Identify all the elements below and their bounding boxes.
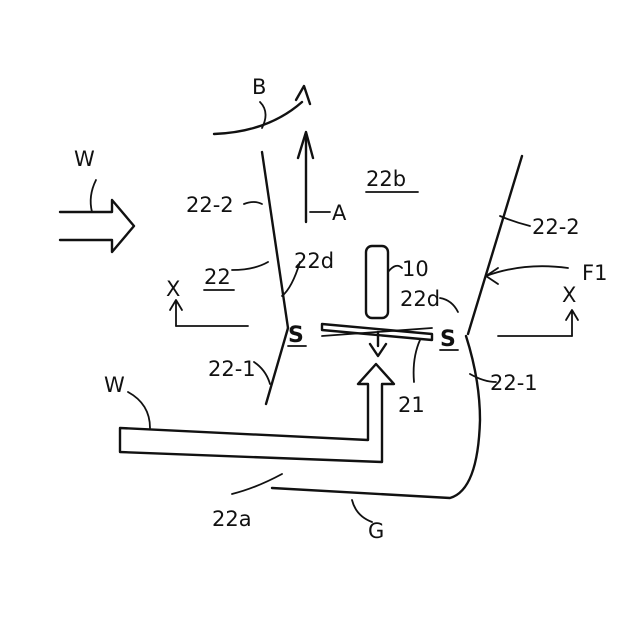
label-21: 21 [398, 393, 425, 417]
wind-arrow-bottom [120, 364, 394, 462]
label-a: A [332, 201, 347, 225]
label-22-1-left: 22-1 [208, 357, 256, 381]
section-arrow-left [170, 300, 182, 326]
label-22-2-left: 22-2 [186, 193, 234, 217]
curved-arrow-b [214, 102, 302, 134]
leader-22-1-left [254, 362, 270, 384]
label-w-bottom: W [104, 373, 125, 397]
label-22-2-right: 22-2 [532, 215, 580, 239]
leader-22-2-right [500, 216, 530, 226]
right-wall-lower [272, 336, 480, 498]
section-arrow-right [566, 310, 578, 336]
label-s-right: S [440, 327, 456, 352]
label-22b: 22b [366, 167, 406, 191]
label-22: 22 [204, 265, 231, 289]
plate-21-leader [414, 340, 420, 382]
label-f1: F1 [582, 261, 607, 285]
wind-arrow-bottom-leader [128, 392, 150, 428]
label-x-left: X [166, 277, 180, 301]
label-22d-right: 22d [400, 287, 440, 311]
right-wall-upper [468, 156, 522, 334]
label-22d-left: 22d [294, 249, 334, 273]
leader-22a [232, 474, 282, 494]
label-22-1-right: 22-1 [490, 371, 538, 395]
left-wall-lower [266, 328, 288, 404]
label-22a: 22a [212, 507, 252, 531]
leader-22-left [232, 262, 268, 270]
leader-22d-right [440, 298, 458, 312]
sensor-10 [366, 246, 388, 318]
label-x-right: X [562, 283, 576, 307]
label-s-left: S [288, 323, 304, 348]
left-wall-upper [262, 152, 288, 328]
label-10: 10 [402, 257, 429, 281]
label-g: G [368, 519, 384, 543]
label-b: B [252, 75, 266, 99]
wind-arrow-top-leader [91, 180, 96, 212]
sensor-10-leader [388, 266, 402, 272]
wind-arrow-top [60, 200, 134, 252]
curved-arrow-b-head [296, 86, 310, 104]
leader-22-2-left [244, 202, 262, 204]
label-w-top: W [74, 147, 95, 171]
